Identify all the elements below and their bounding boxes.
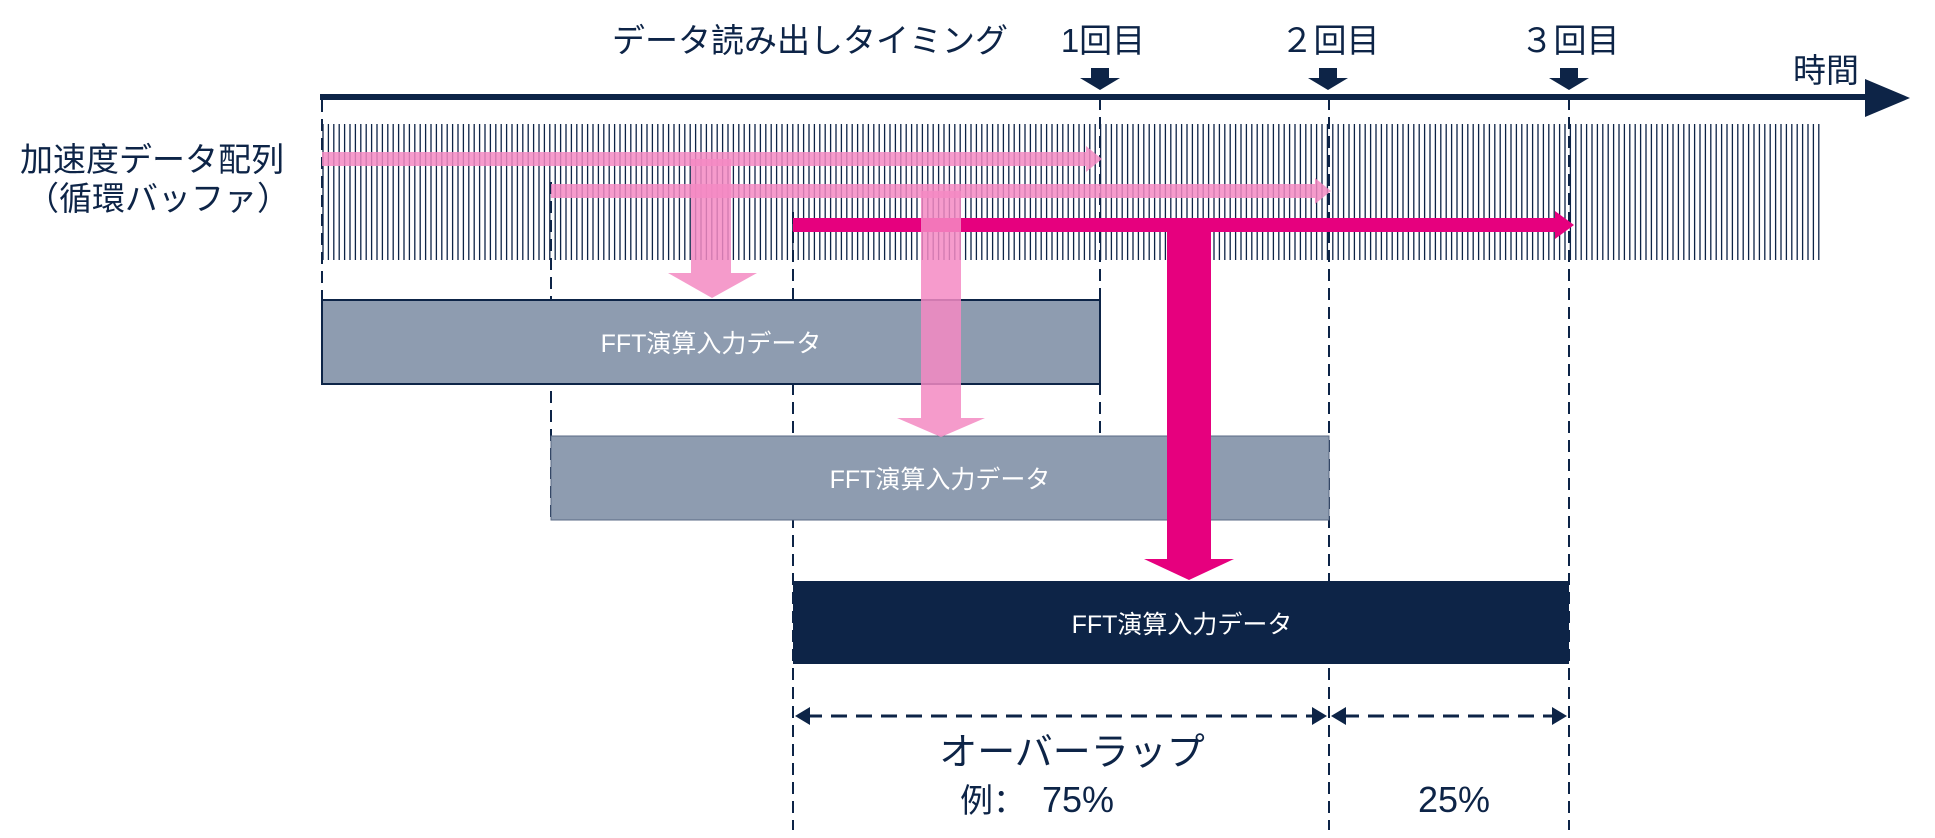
read-label-2: ２回目 [1281,22,1380,59]
read-label-3: ３回目 [1521,22,1620,59]
overlap-title: オーバーラップ [939,732,1205,774]
overlap-example-prefix: 例： [960,782,1026,819]
fft-input-label-2: FFT演算入力データ [830,466,1051,494]
buffer-title-line1: 加速度データ配列 [20,141,284,178]
fft-input-label-1: FFT演算入力データ [601,330,822,358]
copy-arrow-3 [1144,225,1234,580]
read-timing-label: データ読み出しタイミング [612,22,1008,59]
read-marker-1 [1080,68,1120,90]
read-label-1: 1回目 [1061,22,1145,59]
overlap-dimension-left-head [795,707,810,725]
overlap-percent: 75% [1042,779,1114,820]
hop-dimension-right-head [1552,707,1567,725]
fft-input-box-1 [321,299,1101,385]
time-axis-arrowhead [1865,79,1910,117]
copy-arrow-1 [668,159,757,298]
hop-percent: 25% [1418,779,1490,820]
fft-input-box-3 [793,581,1569,664]
hop-dimension-left-head [1331,707,1346,725]
copy-arrow-2 [897,191,985,437]
buffer-title-line2: （循環バッファ） [26,180,290,217]
time-axis-label: 時間 [1793,52,1859,89]
read-marker-3 [1549,68,1589,90]
overlap-dimension-right-head [1312,707,1327,725]
read-marker-2 [1308,68,1348,90]
fft-input-label-3: FFT演算入力データ [1072,611,1293,639]
